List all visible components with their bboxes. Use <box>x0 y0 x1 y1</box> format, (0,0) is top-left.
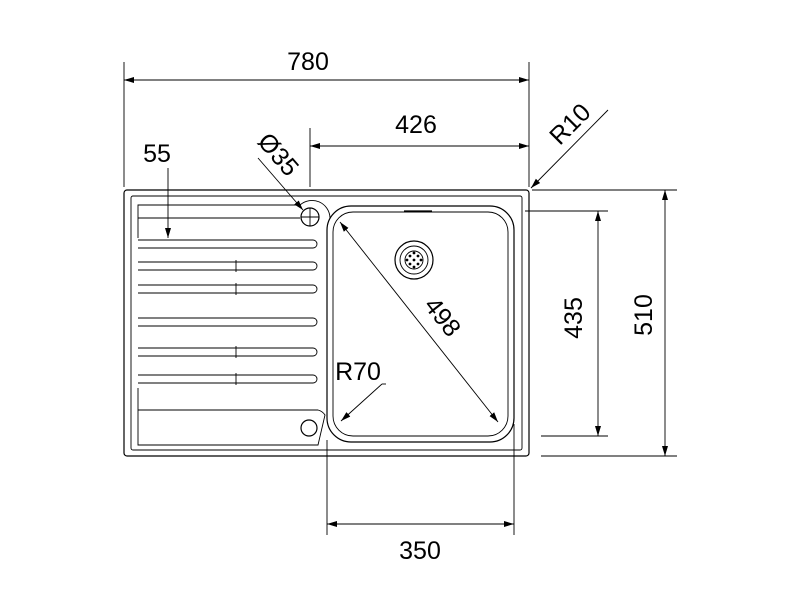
label-498: 498 <box>418 292 466 342</box>
dimension-bowl-offset: 426 <box>309 111 529 187</box>
dimension-bowl-width: 350 <box>326 450 515 565</box>
dimension-overall-depth: 510 <box>532 189 677 457</box>
label-350: 350 <box>399 537 441 565</box>
label-r70: R70 <box>335 358 381 386</box>
drain-strainer-icon <box>394 240 434 280</box>
overflow-hole-icon <box>300 419 318 437</box>
label-dia35: Ø35 <box>252 128 304 182</box>
dimension-corner-radius: R10 <box>530 98 609 189</box>
tap-hole-icon <box>300 207 320 227</box>
sink-outline <box>123 189 530 457</box>
drainer-ribs <box>138 239 318 385</box>
label-780: 780 <box>287 48 329 76</box>
dimension-drainer-edge: 55 <box>138 140 300 238</box>
drainer-bottom-edge <box>137 388 326 446</box>
dimension-overall-width: 780 <box>123 48 530 187</box>
label-426: 426 <box>395 111 437 139</box>
sink-bowl <box>326 205 515 456</box>
dimension-bowl-depth: 435 <box>525 210 608 437</box>
label-55: 55 <box>143 140 171 168</box>
label-510: 510 <box>630 294 658 336</box>
dimension-bowl-radius: R70 <box>335 358 386 422</box>
label-435: 435 <box>560 297 588 339</box>
dimension-tap-hole: Ø35 <box>252 128 304 211</box>
label-r10: R10 <box>544 98 596 150</box>
